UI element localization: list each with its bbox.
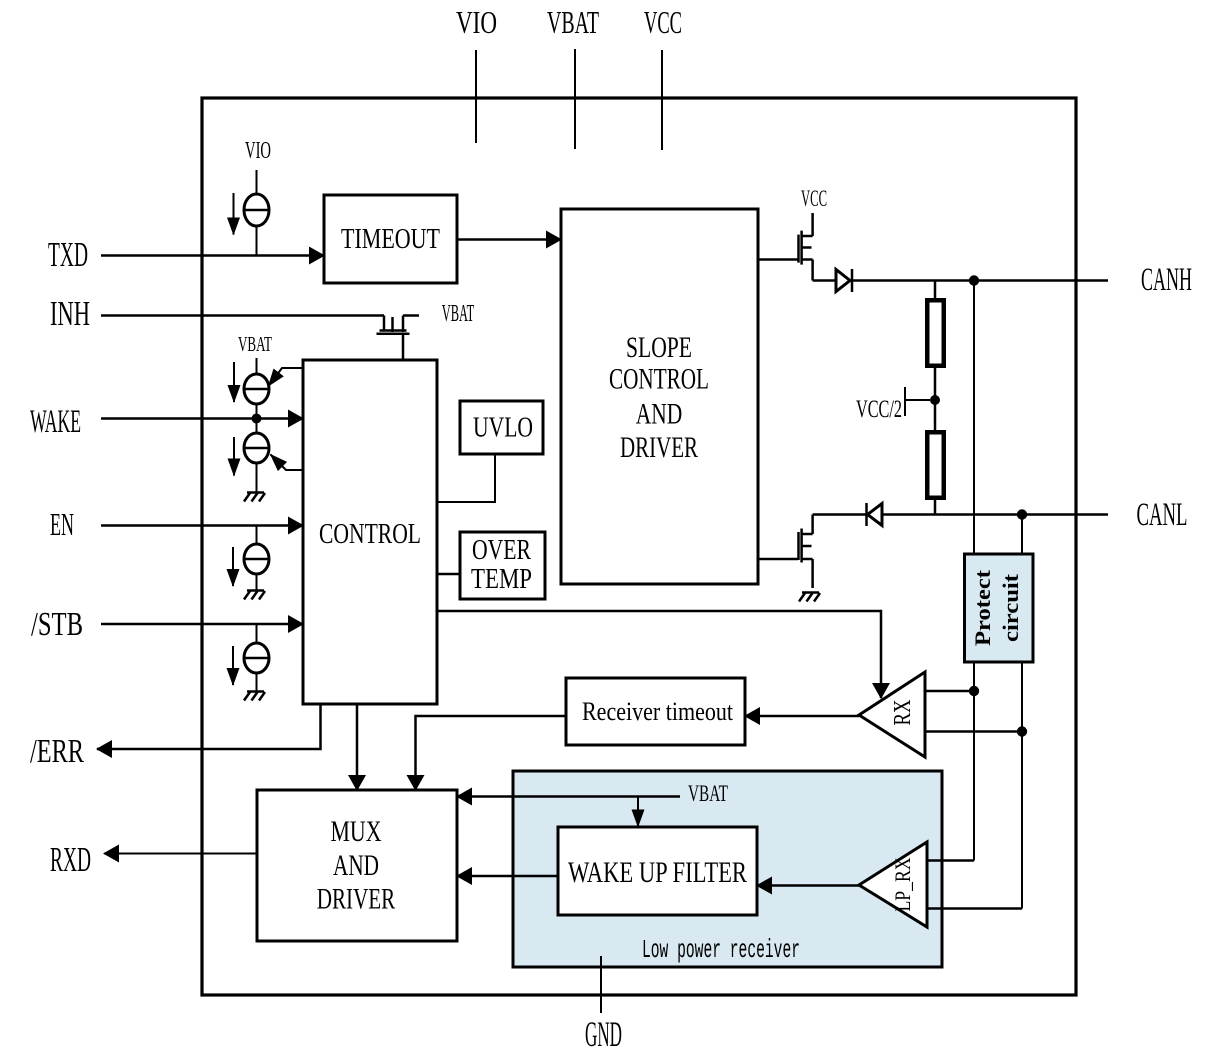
svg-text:circuit: circuit (998, 573, 1023, 642)
svg-text:DRIVER: DRIVER (620, 431, 698, 464)
svg-text:VIO: VIO (245, 138, 271, 164)
svg-text:EN: EN (50, 506, 74, 542)
svg-text:CANH: CANH (1141, 262, 1192, 298)
svg-text:WAKE: WAKE (30, 404, 81, 440)
svg-text:MUX: MUX (331, 815, 382, 848)
svg-text:TXD: TXD (48, 235, 88, 274)
svg-text:Low power receiver: Low power receiver (642, 935, 800, 965)
svg-text:DRIVER: DRIVER (317, 883, 396, 916)
svg-text:UVLO: UVLO (473, 412, 533, 444)
svg-text:TIMEOUT: TIMEOUT (341, 223, 440, 255)
svg-text:AND: AND (333, 849, 379, 882)
svg-text:VBAT: VBAT (442, 301, 475, 327)
svg-text:INH: INH (50, 294, 90, 333)
svg-text:AND: AND (636, 398, 683, 431)
svg-text:Receiver timeout: Receiver timeout (582, 697, 734, 726)
svg-text:CANL: CANL (1137, 497, 1188, 533)
svg-text:CONTROL: CONTROL (609, 363, 709, 396)
svg-text:CONTROL: CONTROL (319, 518, 421, 550)
svg-text:/ERR: /ERR (30, 733, 84, 770)
svg-text:SLOPE: SLOPE (626, 331, 692, 364)
svg-text:RXD: RXD (50, 840, 91, 879)
svg-text:VCC: VCC (801, 186, 827, 211)
svg-text:Protect: Protect (970, 569, 995, 646)
svg-text:VCC: VCC (644, 4, 682, 40)
svg-text:GND: GND (585, 1014, 622, 1054)
svg-text:VBAT: VBAT (238, 332, 272, 356)
svg-text:TEMP: TEMP (471, 563, 532, 595)
svg-text:OVER: OVER (472, 534, 531, 566)
svg-text:VCC/2: VCC/2 (856, 396, 902, 423)
svg-text:LP_RX: LP_RX (890, 857, 915, 911)
svg-text:RX: RX (890, 700, 916, 726)
svg-text:/STB: /STB (31, 606, 83, 643)
svg-text:VIO: VIO (456, 4, 497, 40)
svg-text:VBAT: VBAT (688, 781, 728, 806)
svg-text:VBAT: VBAT (547, 4, 599, 40)
svg-text:WAKE UP FILTER: WAKE UP FILTER (568, 856, 747, 889)
